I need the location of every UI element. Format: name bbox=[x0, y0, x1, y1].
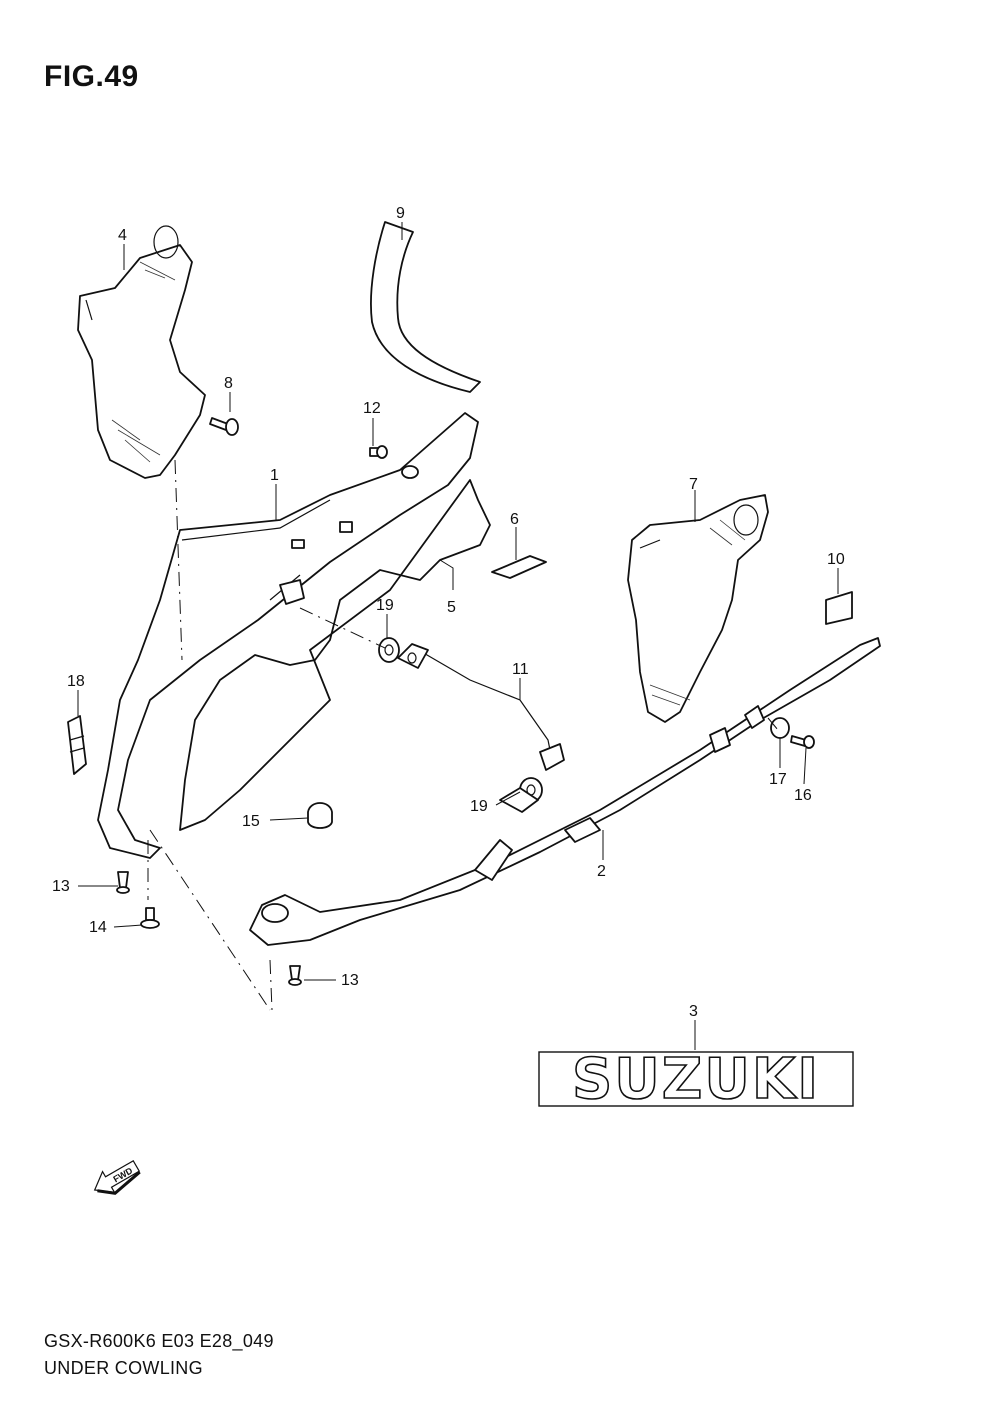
callout-13-lower[interactable]: 13 bbox=[341, 972, 359, 989]
part-14-rivet[interactable] bbox=[140, 907, 160, 929]
alignment-lines bbox=[147, 459, 779, 1011]
callout-3[interactable]: 3 bbox=[689, 1003, 698, 1020]
callout-18[interactable]: 18 bbox=[67, 673, 85, 690]
callout-1[interactable]: 1 bbox=[270, 467, 279, 484]
part-5-insulator-sheet[interactable] bbox=[179, 479, 491, 831]
callout-6[interactable]: 6 bbox=[510, 511, 519, 528]
callout-19-upper[interactable]: 19 bbox=[376, 597, 394, 614]
part-13-screw-lower[interactable] bbox=[288, 965, 302, 986]
part-10-label[interactable] bbox=[825, 591, 853, 625]
figure-title: FIG.49 bbox=[44, 60, 139, 93]
callout-11[interactable]: 11 bbox=[512, 661, 529, 678]
callout-19-lower[interactable]: 19 bbox=[470, 798, 488, 815]
part-4-inner-panel-left[interactable] bbox=[77, 225, 206, 479]
callout-13-upper[interactable]: 13 bbox=[52, 878, 70, 895]
callout-12[interactable]: 12 bbox=[363, 400, 381, 417]
part-18-clip[interactable] bbox=[67, 715, 87, 775]
callout-2[interactable]: 2 bbox=[597, 863, 606, 880]
part-2-under-cowling-right[interactable] bbox=[249, 637, 881, 946]
suzuki-logo-text: SUZUKI bbox=[572, 1047, 820, 1112]
part-17-grommet[interactable] bbox=[770, 717, 790, 739]
callout-14[interactable]: 14 bbox=[89, 919, 107, 936]
part-9-strip[interactable] bbox=[370, 221, 481, 393]
part-16-screw[interactable] bbox=[790, 735, 815, 749]
part-6-pad[interactable] bbox=[491, 555, 547, 579]
callout-8[interactable]: 8 bbox=[224, 375, 233, 392]
part-12-bolt[interactable] bbox=[369, 445, 388, 459]
callout-9[interactable]: 9 bbox=[396, 205, 405, 222]
part-19-grommet-upper[interactable] bbox=[378, 637, 400, 663]
callout-4[interactable]: 4 bbox=[118, 227, 127, 244]
callout-5[interactable]: 5 bbox=[447, 599, 456, 616]
part-11-wire-bracket[interactable] bbox=[397, 643, 565, 813]
callout-10[interactable]: 10 bbox=[827, 551, 845, 568]
part-15-cap[interactable] bbox=[307, 802, 333, 829]
callout-7[interactable]: 7 bbox=[689, 476, 698, 493]
callout-labels: 9 4 8 12 1 7 6 10 5 19 18 11 17 16 19 15… bbox=[52, 205, 845, 1020]
part-13-screw-upper[interactable] bbox=[116, 871, 130, 894]
part-7-inner-panel-right[interactable] bbox=[627, 494, 769, 723]
section-name: UNDER COWLING bbox=[44, 1358, 203, 1378]
leader-lines bbox=[77, 222, 839, 1050]
callout-17[interactable]: 17 bbox=[769, 771, 787, 788]
model-code: GSX-R600K6 E03 E28_049 bbox=[44, 1331, 274, 1351]
part-3-suzuki-emblem[interactable]: SUZUKI bbox=[538, 1046, 854, 1113]
callout-16[interactable]: 16 bbox=[794, 787, 812, 804]
callout-15[interactable]: 15 bbox=[242, 813, 260, 830]
part-1-under-cowling-left[interactable] bbox=[97, 412, 479, 859]
fwd-arrow-icon: FWD bbox=[93, 1159, 141, 1195]
part-8-screw[interactable] bbox=[209, 417, 239, 436]
